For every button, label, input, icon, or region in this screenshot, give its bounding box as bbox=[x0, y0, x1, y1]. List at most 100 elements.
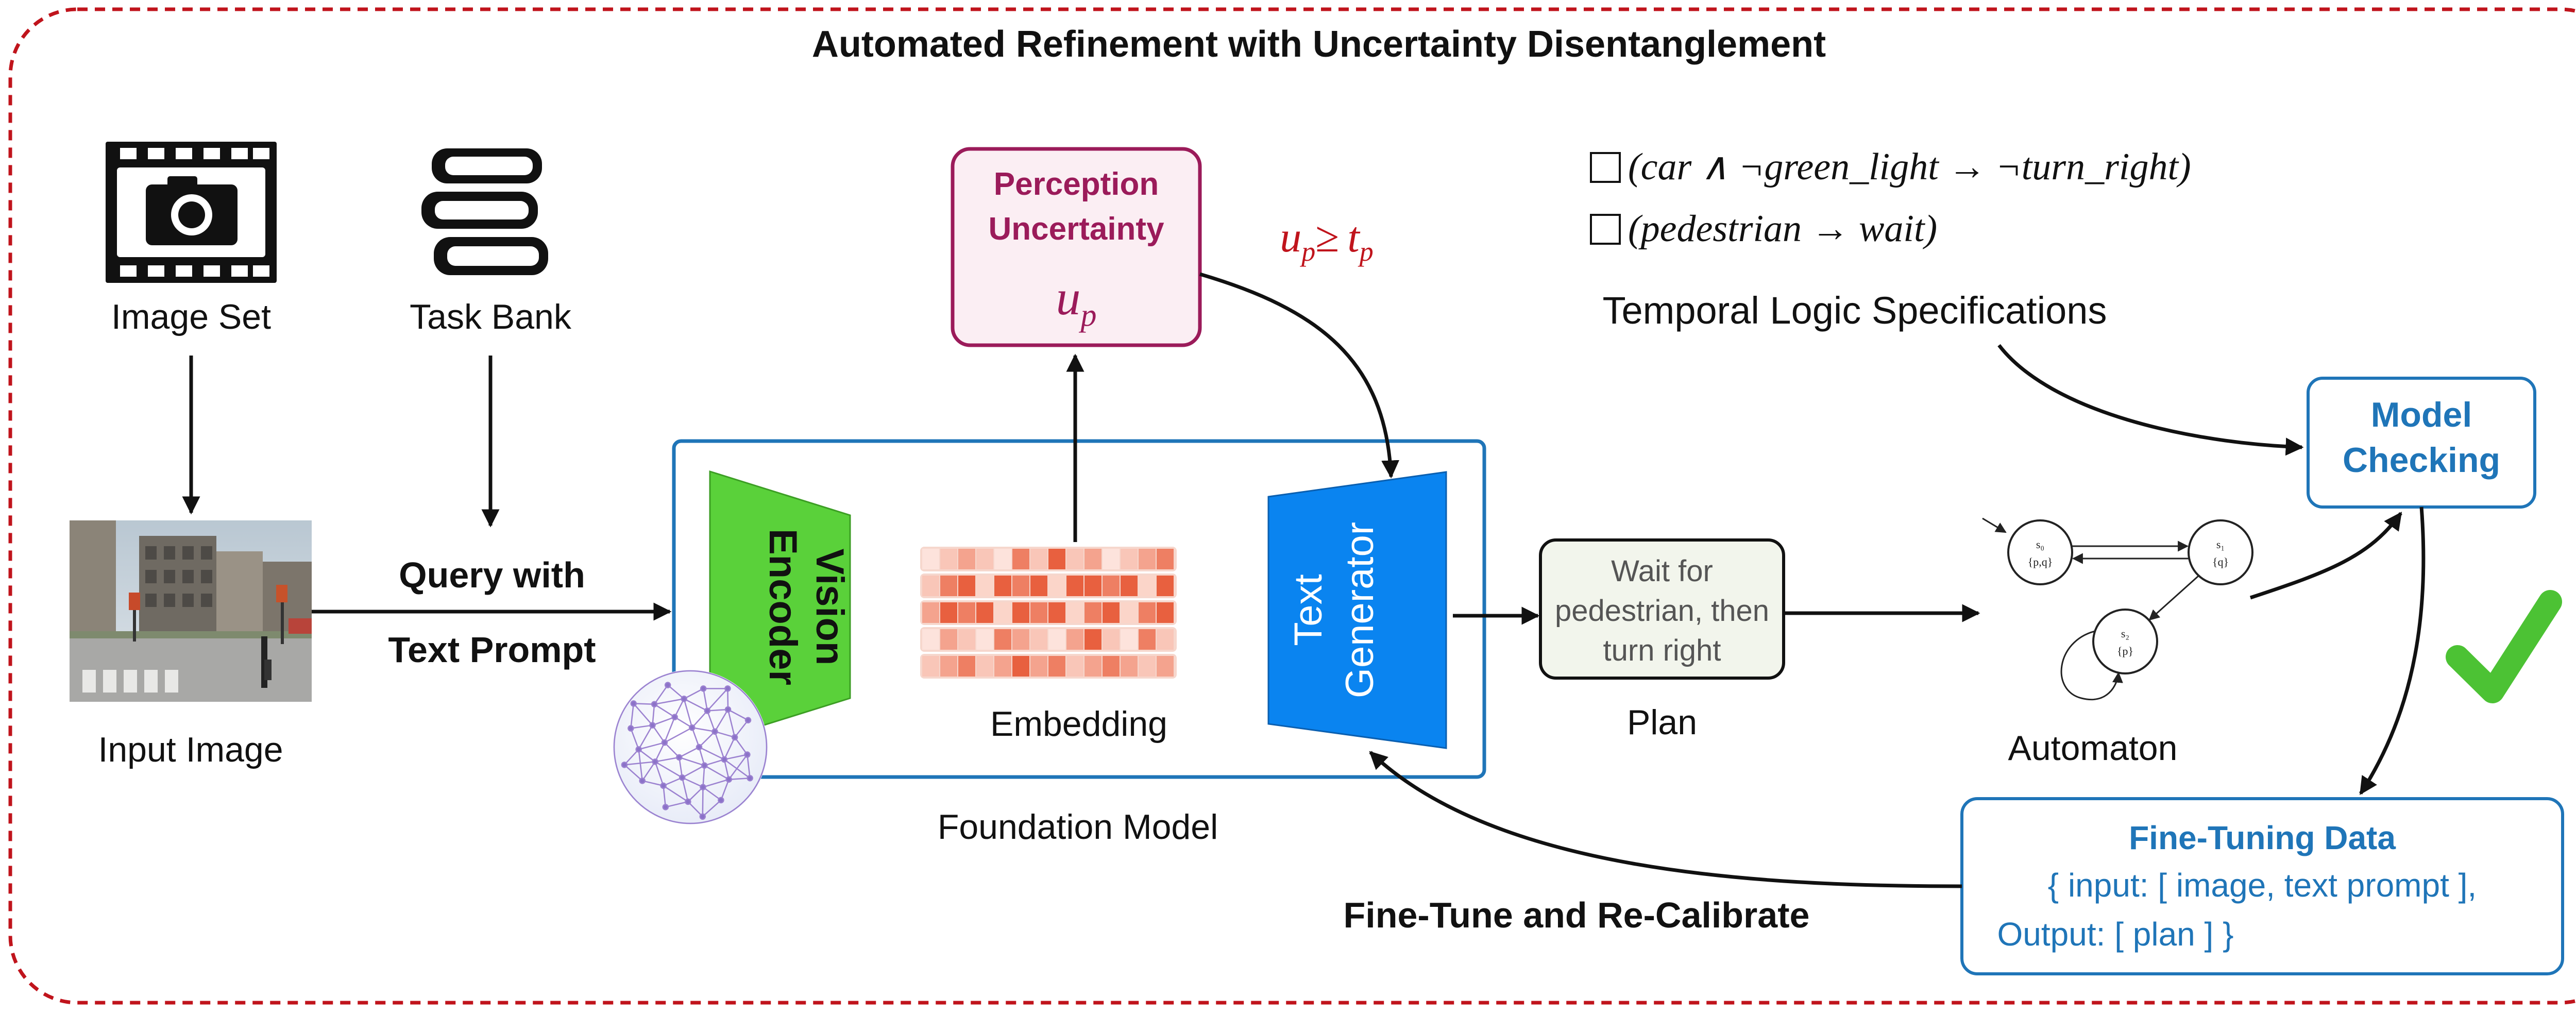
sphere-edge bbox=[687, 801, 703, 817]
embedding-cell bbox=[976, 656, 993, 677]
embedding-cell bbox=[1030, 602, 1047, 623]
sphere-edge bbox=[681, 777, 689, 802]
embedding-cell bbox=[1066, 602, 1083, 623]
text-generator-block bbox=[1267, 471, 1447, 749]
svg-text:(car ∧ ¬green_light → ¬turn_ri: (car ∧ ¬green_light → ¬turn_right) bbox=[1628, 146, 2191, 188]
sphere-node bbox=[747, 774, 753, 782]
fine-tuning-line2: Output: [ plan ] } bbox=[1997, 916, 2234, 953]
sphere-node bbox=[685, 798, 691, 805]
sphere-node bbox=[696, 744, 703, 751]
embedding-cell bbox=[1048, 629, 1065, 650]
text-generator-label-line2: Generator bbox=[1338, 522, 1382, 698]
sphere-edge bbox=[687, 786, 704, 802]
perception-uncertainty-box bbox=[951, 147, 1202, 347]
embedding-cell bbox=[1012, 549, 1029, 569]
fine-tuning-line1: { input: [ image, text prompt ], bbox=[2048, 867, 2477, 904]
embedding-cell bbox=[994, 656, 1011, 677]
svg-text:{q}: {q} bbox=[2212, 555, 2229, 568]
sphere-edge bbox=[714, 731, 725, 760]
sphere-edge bbox=[654, 742, 665, 762]
sphere-edge bbox=[727, 709, 736, 738]
embedding-cell bbox=[1084, 576, 1101, 596]
sphere-edge bbox=[664, 742, 680, 758]
automaton-state-0 bbox=[2007, 519, 2073, 585]
embedding-cell bbox=[1139, 602, 1156, 623]
svg-text:s₁: s₁ bbox=[2216, 538, 2225, 551]
sphere-edge bbox=[624, 764, 643, 782]
embedding-cell bbox=[958, 576, 975, 596]
plan-text-line2: pedestrian, then bbox=[1555, 594, 1769, 628]
task-bank-label: Task Bank bbox=[410, 297, 572, 336]
sphere-edge bbox=[663, 785, 667, 807]
film-camera-icon bbox=[106, 142, 277, 283]
sphere-edge bbox=[702, 765, 705, 787]
embedding-cell bbox=[940, 576, 957, 596]
sphere-node bbox=[700, 685, 707, 692]
sphere-edge bbox=[654, 703, 675, 718]
sphere-edge bbox=[652, 724, 665, 743]
sphere-edge bbox=[655, 756, 680, 763]
embedding-cell bbox=[1157, 576, 1174, 596]
embedding-cell bbox=[1084, 629, 1101, 650]
sphere-edge bbox=[683, 698, 693, 728]
sphere-node bbox=[744, 751, 751, 758]
sphere-node bbox=[699, 813, 706, 820]
sphere-edge bbox=[667, 684, 685, 700]
sphere-edge bbox=[702, 799, 722, 817]
sphere-node bbox=[718, 797, 724, 804]
model-checking-line1: Model bbox=[2371, 395, 2472, 434]
embedding-cell bbox=[976, 602, 993, 623]
arrow-perception-to-generator bbox=[1199, 272, 1400, 479]
embedding-cell bbox=[976, 576, 993, 596]
text-generator-label-line1: Text bbox=[1286, 574, 1330, 646]
sphere-edge bbox=[702, 688, 708, 711]
embedding-cell bbox=[1012, 576, 1029, 596]
embedding-cell bbox=[958, 549, 975, 569]
sphere-edge bbox=[663, 776, 683, 787]
embedding-cell bbox=[1084, 602, 1101, 623]
arrow-feedback-to-generator bbox=[1369, 751, 1962, 888]
image-set-label: Image Set bbox=[111, 297, 271, 336]
plan-text-line3: turn right bbox=[1603, 634, 1721, 667]
svg-text:s₀: s₀ bbox=[2036, 538, 2044, 551]
embedding-cell bbox=[940, 602, 957, 623]
arrow-model-checking-to-data bbox=[2359, 506, 2426, 795]
sphere-edge bbox=[674, 716, 692, 729]
sphere-node bbox=[744, 717, 752, 724]
sphere-edge bbox=[720, 779, 730, 801]
embedding-cell bbox=[958, 629, 975, 650]
embedding-cell bbox=[1139, 549, 1156, 569]
feedback-label: Fine-Tune and Re-Calibrate bbox=[1344, 895, 1810, 935]
sphere-edge bbox=[714, 709, 729, 732]
sphere-node bbox=[635, 746, 642, 753]
embedding-cell bbox=[958, 602, 975, 623]
sphere-node bbox=[704, 707, 711, 714]
automaton-state-1 bbox=[2188, 519, 2253, 585]
sphere-node bbox=[662, 804, 669, 811]
sphere-edge bbox=[638, 749, 643, 781]
sphere-edge bbox=[728, 777, 750, 780]
sphere-edge bbox=[706, 688, 728, 712]
sphere-node bbox=[661, 739, 668, 746]
sphere-node bbox=[639, 778, 646, 784]
sphere-edge bbox=[734, 737, 748, 755]
embedding-cell bbox=[1121, 629, 1138, 650]
sphere-edge bbox=[723, 759, 730, 780]
fine-tuning-title: Fine-Tuning Data bbox=[2129, 819, 2396, 856]
embedding-cell bbox=[940, 629, 957, 650]
svg-text:(pedestrian → wait): (pedestrian → wait) bbox=[1628, 208, 1937, 250]
sphere-edge bbox=[682, 765, 705, 779]
embedding-cell bbox=[1157, 602, 1174, 623]
sphere-edge bbox=[704, 765, 730, 780]
sphere-node bbox=[711, 728, 718, 735]
embedding-cell bbox=[1139, 656, 1156, 677]
sphere-node bbox=[628, 725, 634, 732]
sphere-edge bbox=[692, 727, 715, 732]
sphere-edge bbox=[727, 688, 729, 710]
embedding-cell bbox=[1012, 602, 1029, 623]
sphere-edge bbox=[652, 716, 675, 726]
diagram-title: Automated Refinement with Uncertainty Di… bbox=[812, 24, 1826, 65]
embedding-cell bbox=[1121, 576, 1138, 596]
sphere-node bbox=[652, 758, 658, 765]
sphere-edge bbox=[674, 698, 685, 718]
